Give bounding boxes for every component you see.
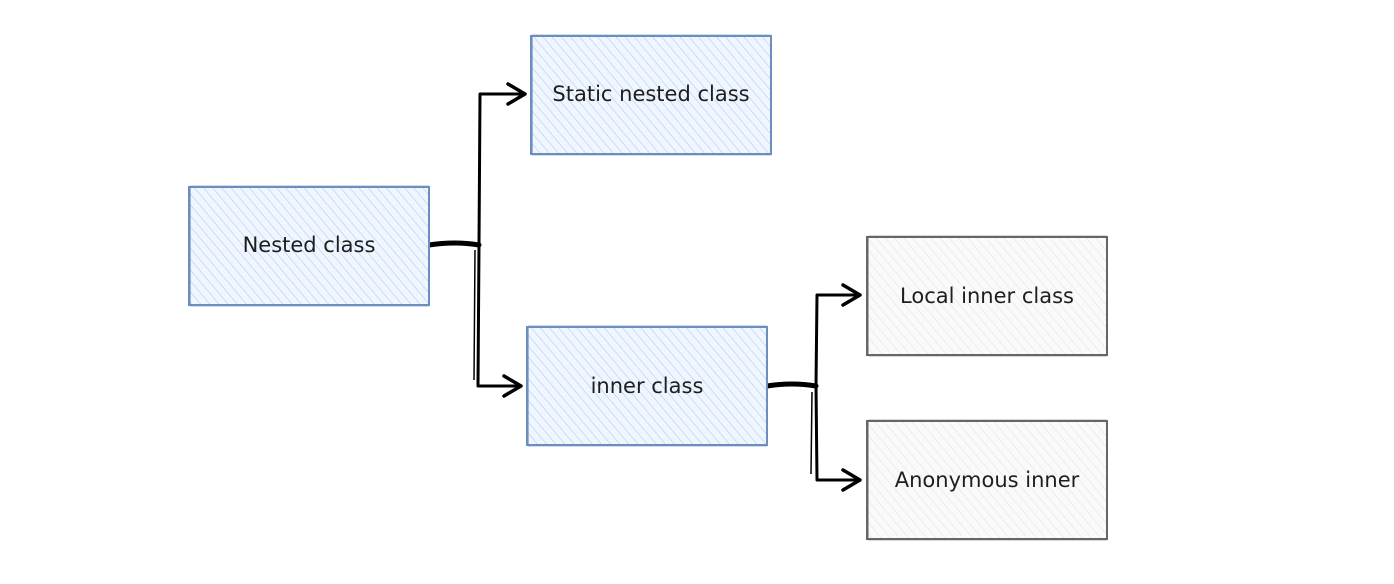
node-static-nested-class[interactable]: Static nested class xyxy=(530,34,772,156)
node-inner-class[interactable]: inner class xyxy=(526,325,768,447)
node-nested-class[interactable]: Nested class xyxy=(188,185,430,307)
edge-nested-to-static xyxy=(426,82,527,248)
node-label: Static nested class xyxy=(552,82,749,106)
node-label: Local inner class xyxy=(900,284,1074,308)
node-anonymous-inner[interactable]: Anonymous inner xyxy=(866,419,1108,541)
node-label: Anonymous inner xyxy=(895,468,1080,492)
node-label: inner class xyxy=(591,374,704,398)
node-label: Nested class xyxy=(243,233,376,257)
edge-inner-to-local xyxy=(764,283,862,389)
edge-inner-to-anon xyxy=(810,385,862,492)
node-local-inner-class[interactable]: Local inner class xyxy=(866,235,1108,357)
edges xyxy=(426,82,862,492)
edge-nested-to-inner xyxy=(473,244,523,398)
